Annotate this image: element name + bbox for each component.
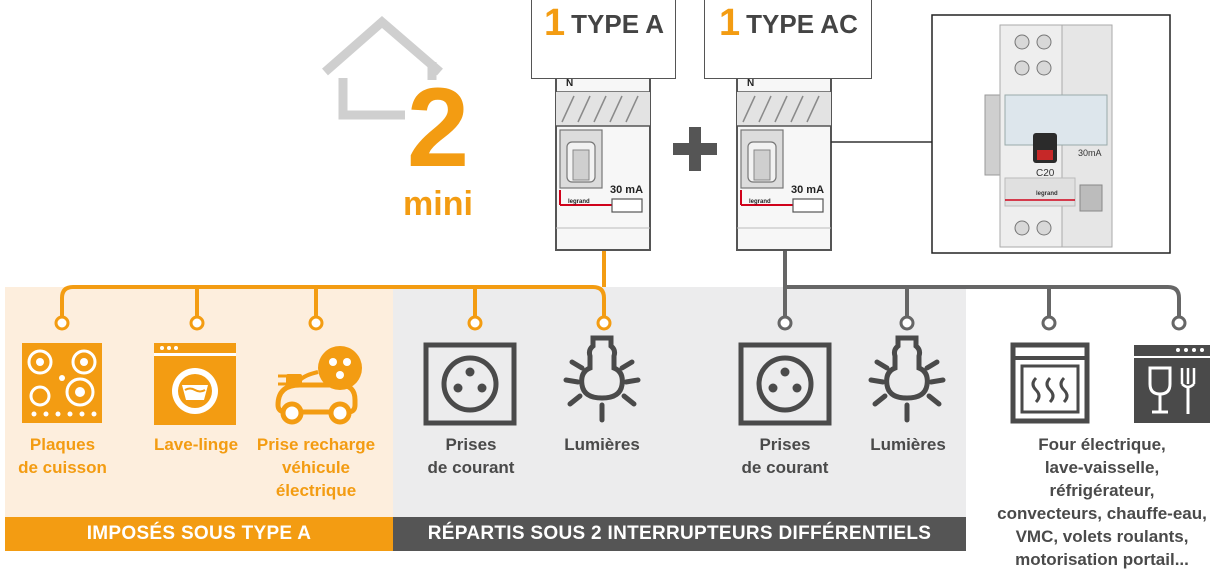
light-bulb-icon-1 [563,335,641,423]
type-a-terminals [54,315,612,331]
ev-charging-icon [275,346,362,425]
label-other-appliances: Four électrique, lave-vaisselle, réfrigé… [997,435,1207,569]
minimum-number: 2 [406,65,470,190]
type-a-wiring [60,250,606,322]
breaker-ac-drawing [736,49,932,251]
breaker-ac-pole-label: N [747,78,755,89]
breaker-a-drawing [555,49,651,251]
type-ac-terminals [777,315,1187,331]
dishwasher-icon [1134,345,1210,423]
label-prises-1: Prises de courant [427,435,515,477]
breaker-ac-type: TYPE AC [746,9,858,39]
washing-machine-icon [154,343,236,425]
oven-icon [1010,342,1090,424]
label-prises-2: Prises de courant [741,435,829,477]
cooktop-icon [22,343,102,423]
socket-icon-1 [423,342,517,426]
breaker-a-brand: legrand [568,199,590,205]
light-bulb-icon-2 [868,335,946,423]
photo-brand: legrand [1036,191,1058,197]
type-ac-wiring [783,250,1181,322]
breaker-a-type: TYPE A [571,9,665,39]
socket-icon-2 [738,342,832,426]
label-lumieres-2: Lumières [870,435,946,454]
plus-icon [673,127,717,171]
breaker-a-pole-label: N [566,78,574,89]
banner-distributed: RÉPARTIS SOUS 2 INTERRUPTEURS DIFFÉRENTI… [393,517,966,551]
photo-model: C20 [1036,168,1055,179]
minimum-caption: mini [403,185,473,223]
label-lave-linge: Lave-linge [153,435,239,454]
label-plaques: Plaques de cuisson [18,435,107,477]
breaker-ac-brand: legrand [749,199,771,205]
house-icon [322,16,443,120]
breaker-ac-rating: 30 mA [791,184,825,196]
label-recharge: Prise recharge véhicule électrique [256,435,376,500]
photo-rating: 30mA [1078,148,1102,158]
label-lumieres-1: Lumières [564,435,640,454]
breaker-a-count: 1 [544,2,566,44]
breaker-a-rating: 30 mA [610,184,644,196]
breaker-ac-count: 1 [719,2,741,44]
banner-imposed: IMPOSÉS SOUS TYPE A [5,517,393,551]
product-photo [931,14,1171,254]
